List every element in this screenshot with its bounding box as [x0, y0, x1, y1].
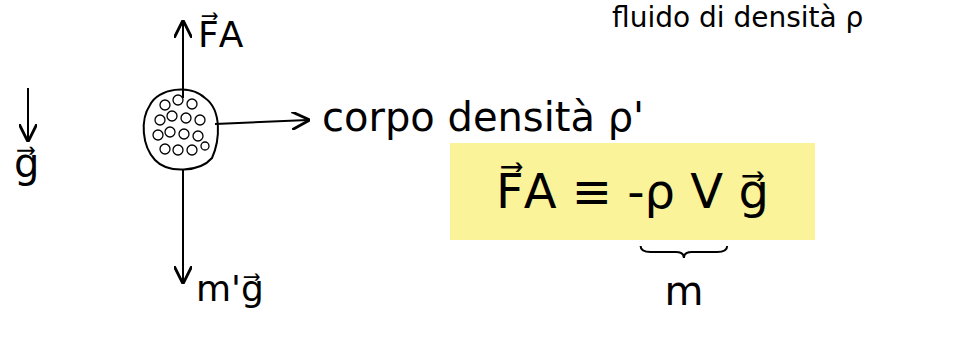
mass-label: m	[664, 268, 703, 314]
fluid-note: fluido di densità ρ	[612, 2, 863, 34]
gravity-arrow	[27, 88, 29, 140]
leader-line	[215, 120, 308, 124]
body-blob	[144, 90, 218, 170]
formula-box: F⃗A ≡ -ρ V g⃗	[450, 143, 815, 240]
underbrace	[641, 246, 728, 258]
body-particles	[153, 95, 209, 155]
body-label: corpo densità ρ'	[322, 94, 644, 140]
gravity-symbol: g⃗	[14, 140, 39, 186]
formula-text: F⃗A ≡ -ρ V g⃗	[496, 164, 769, 219]
force-label: F⃗A	[198, 14, 243, 55]
weight-arrow	[182, 170, 184, 282]
weight-label: m'g⃗	[196, 268, 264, 309]
buoyancy-arrow	[182, 22, 184, 98]
